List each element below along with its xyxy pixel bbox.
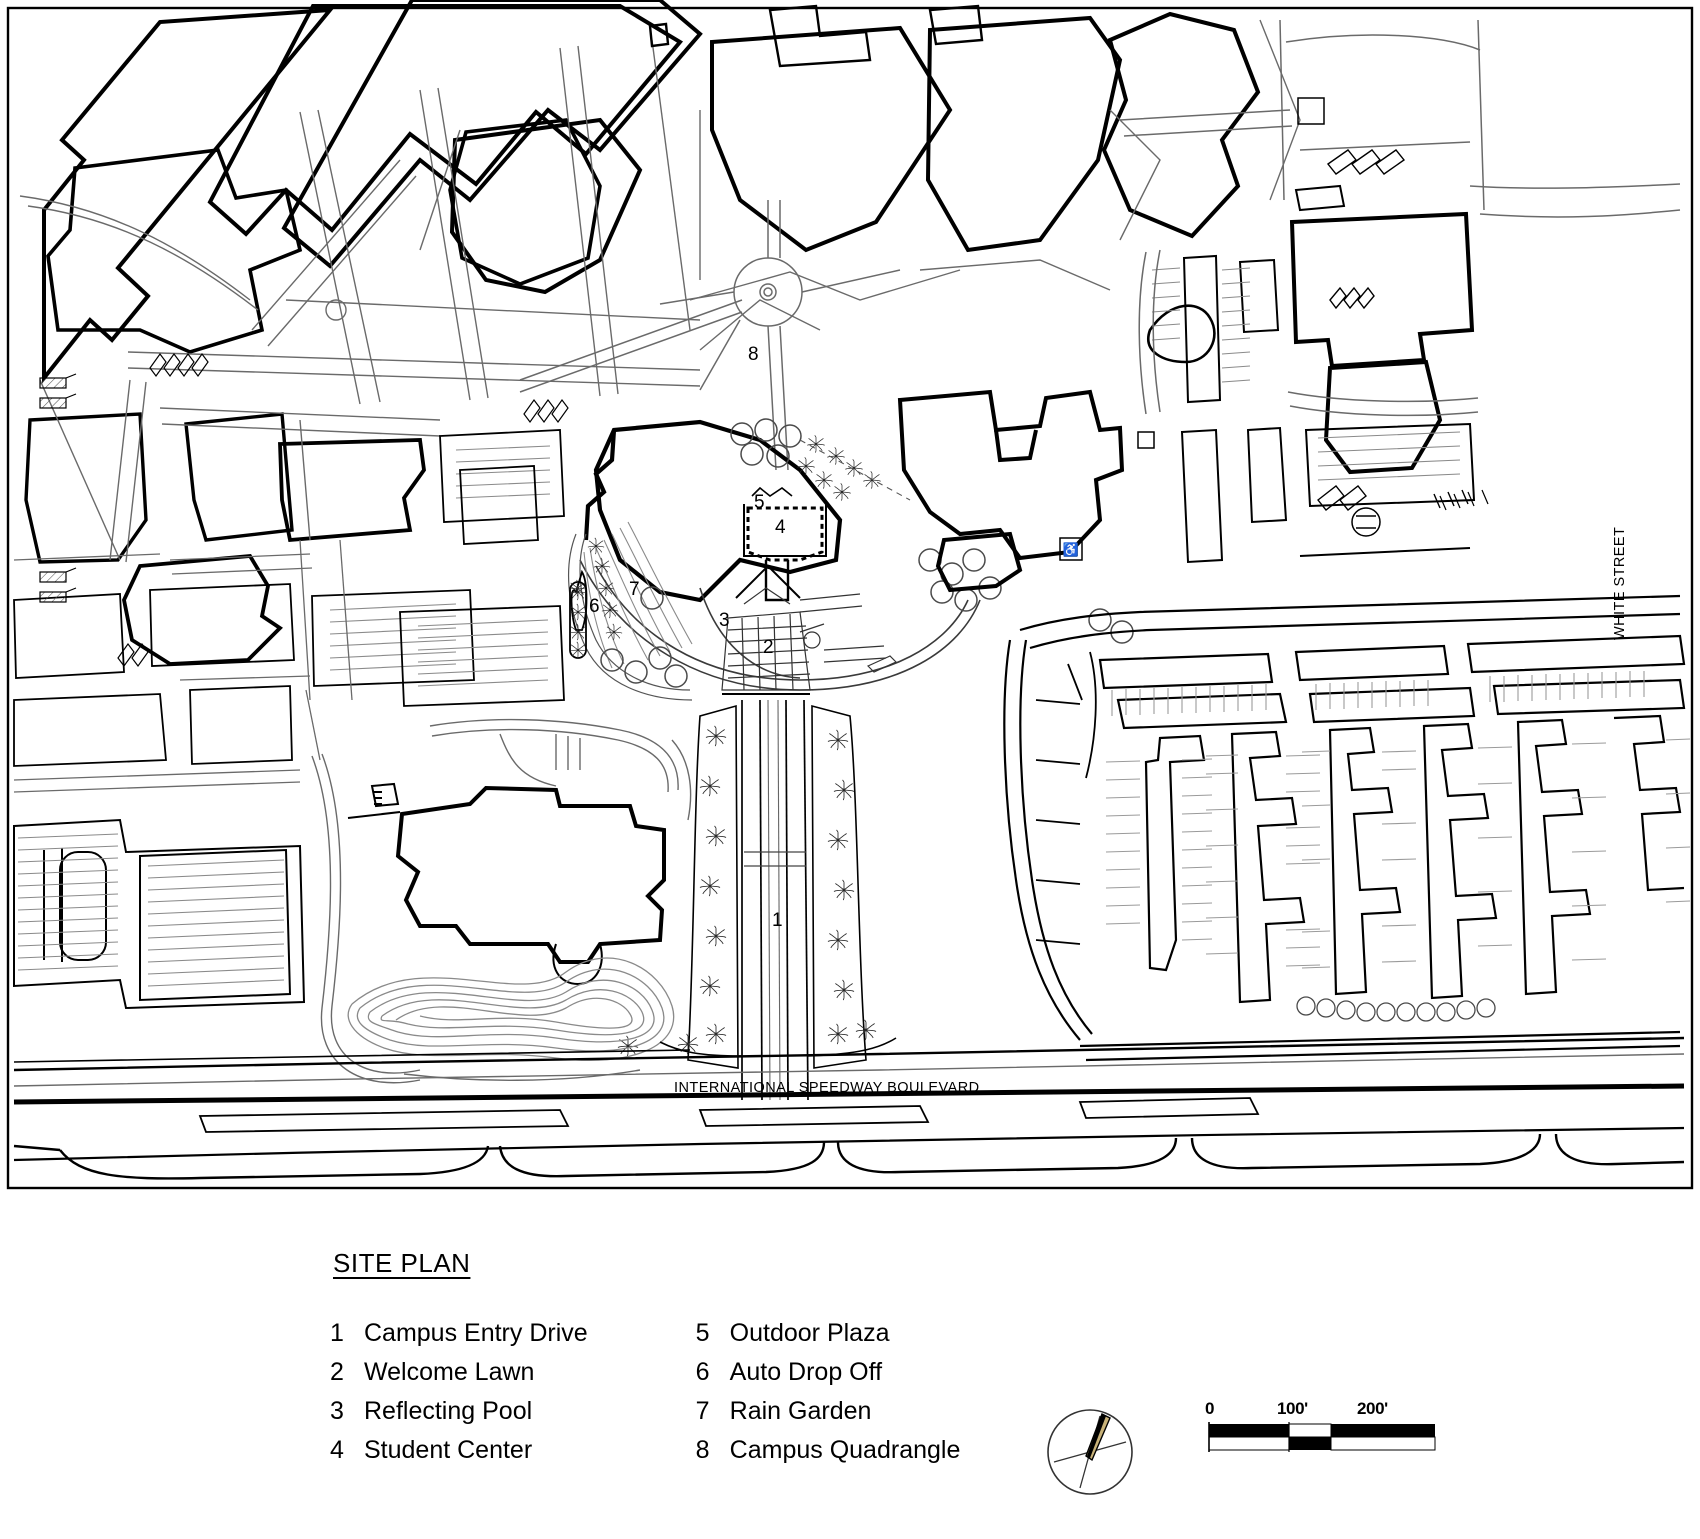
legend-column-left: 1 Campus Entry Drive 2 Welcome Lawn 3 Re… — [330, 1317, 588, 1466]
svg-text:♿: ♿ — [1063, 542, 1079, 557]
scale-bar: 0 100' 200' — [1205, 1395, 1437, 1459]
legend-title: SITE PLAN — [333, 1248, 471, 1278]
legend-item-3: 3 Reflecting Pool — [330, 1395, 588, 1427]
legend-column-right: 5 Outdoor Plaza 6 Auto Drop Off 7 Rain G… — [696, 1317, 961, 1466]
legend-item-label: Reflecting Pool — [364, 1397, 533, 1425]
legend-item-number: 1 — [330, 1319, 344, 1347]
legend-item-6: 6 Auto Drop Off — [696, 1356, 961, 1388]
legend-item-7: 7 Rain Garden — [696, 1395, 961, 1427]
callout-reflecting-pool: 3 — [719, 610, 730, 631]
legend-item-8: 8 Campus Quadrangle — [696, 1434, 961, 1466]
legend-item-label: Campus Quadrangle — [729, 1436, 961, 1464]
street-label-white-street: WHITE STREET — [1612, 526, 1628, 640]
scale-tick-0: 0 — [1205, 1399, 1215, 1418]
legend-item-label: Campus Entry Drive — [364, 1319, 588, 1347]
scale-tick-100: 100' — [1277, 1399, 1308, 1418]
legend-item-4: 4 Student Center — [330, 1434, 588, 1466]
legend-item-1: 1 Campus Entry Drive — [330, 1317, 588, 1349]
scale-tick-200: 200' — [1357, 1399, 1388, 1418]
legend-item-number: 3 — [330, 1397, 344, 1425]
callout-auto-drop-off: 6 — [589, 596, 600, 617]
legend-item-5: 5 Outdoor Plaza — [696, 1317, 961, 1349]
legend: SITE PLAN 1 Campus Entry Drive 2 Welcome… — [330, 1248, 1050, 1466]
callout-outdoor-plaza: 5 — [754, 492, 765, 513]
legend-item-number: 6 — [695, 1358, 710, 1386]
callout-welcome-lawn: 2 — [763, 637, 774, 658]
legend-item-label: Auto Drop Off — [729, 1358, 883, 1386]
callout-campus-quadrangle: 8 — [748, 344, 759, 365]
legend-item-label: Rain Garden — [729, 1397, 872, 1425]
legend-item-number: 2 — [330, 1358, 344, 1386]
legend-item-label: Welcome Lawn — [364, 1358, 535, 1386]
legend-item-number: 5 — [695, 1319, 710, 1347]
legend-item-label: Student Center — [364, 1436, 533, 1464]
legend-item-2: 2 Welcome Lawn — [330, 1356, 588, 1388]
callout-campus-entry-drive: 1 — [772, 910, 783, 931]
scale-bar-graphic — [1208, 1422, 1436, 1452]
legend-item-number: 7 — [695, 1397, 710, 1425]
legend-item-number: 4 — [330, 1436, 344, 1464]
legend-item-label: Outdoor Plaza — [729, 1319, 890, 1347]
legend-item-number: 8 — [695, 1436, 710, 1464]
north-arrow-icon — [1047, 1409, 1133, 1495]
street-label-international-speedway-boulevard: INTERNATIONAL SPEEDWAY BOULEVARD — [674, 1080, 980, 1096]
callout-rain-garden: 7 — [629, 579, 640, 600]
callout-student-center: 4 — [775, 517, 786, 538]
